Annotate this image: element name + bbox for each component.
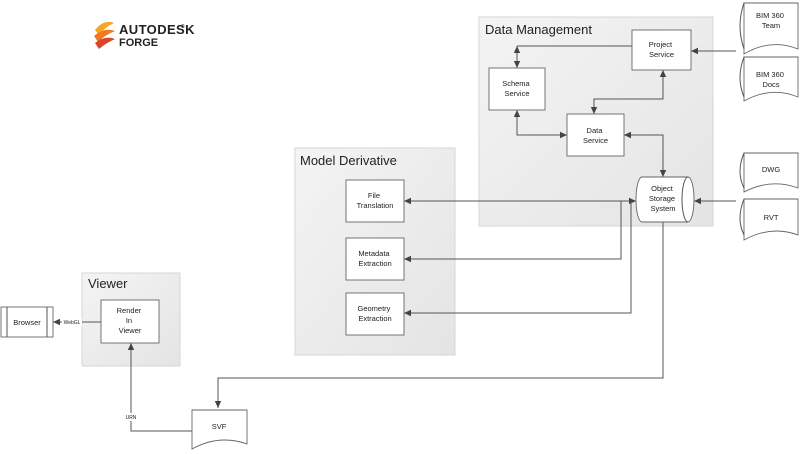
data-storage-link (624, 131, 667, 177)
logo-registered-mark: ® (181, 23, 185, 30)
svf-render-arrow (127, 343, 192, 432)
schema-service-label-1: Schema (502, 79, 530, 88)
dwg-label: DWG (762, 165, 780, 174)
svg-text:Project Service: Project Service (649, 40, 674, 59)
connectors (53, 45, 736, 432)
svg-text:Render In Viewer: Render In Viewer (117, 306, 144, 335)
rvt-label: RVT (764, 213, 779, 222)
project-service-label-2: Service (649, 50, 674, 59)
model-derivative-title: Model Derivative (300, 153, 397, 168)
svg-text:Data Service: Data Service (583, 126, 608, 145)
storage-geometry-arrow (404, 201, 632, 317)
bim360-team-document: BIM 360 Team (739, 2, 799, 55)
svg-text:Schema Service: Schema Service (502, 79, 532, 98)
bim360-docs-document: BIM 360 Docs (739, 56, 799, 102)
logo-brand-text: AUTODESK (119, 22, 195, 37)
rvt-document: RVT (739, 198, 799, 241)
data-service-label-2: Service (583, 136, 608, 145)
browser-label: Browser (13, 318, 41, 327)
object-storage-label-1: Object (651, 184, 674, 193)
storage-svf-arrow (214, 222, 664, 408)
viewer-title: Viewer (88, 276, 128, 291)
schema-data-link (513, 110, 567, 139)
bim360-docs-label-2: Docs (762, 80, 779, 89)
render-label-3: Viewer (119, 326, 142, 335)
project-service-box: Project Service (631, 29, 692, 71)
svg-text:Metadata Extraction: Metadata Extraction (358, 249, 391, 268)
dwg-document: DWG (739, 152, 799, 193)
bim360-team-label-2: Team (762, 21, 780, 30)
object-storage-system-cylinder: Object Storage System (635, 176, 695, 223)
bim360-team-label-1: BIM 360 (756, 11, 784, 20)
render-label-2: In (126, 316, 132, 325)
render-label-1: Render (117, 306, 142, 315)
metadata-extraction-label-2: Extraction (358, 259, 391, 268)
urn-edge-label: URN (126, 415, 137, 421)
data-management-title: Data Management (485, 22, 592, 37)
geometry-extraction-label-1: Geometry (357, 304, 390, 313)
bim360-docs-label-1: BIM 360 (756, 70, 784, 79)
svg-text:Object Storage Sys: Object Storage System (649, 184, 677, 213)
autodesk-forge-logo: AUTODESK ® FORGE (94, 21, 195, 49)
schema-service-label-2: Service (504, 89, 529, 98)
file-translation-label-1: File (368, 191, 380, 200)
object-storage-label-2: Storage (649, 194, 675, 203)
data-project-link (590, 70, 667, 114)
object-storage-label-3: System (650, 204, 675, 213)
render-in-viewer-box: Render In Viewer (100, 299, 160, 344)
webgl-edge-label: WebGL (64, 320, 81, 326)
browser-box: Browser (0, 306, 54, 338)
forge-logo-icon (94, 21, 115, 49)
svf-document: SVF (191, 409, 248, 450)
data-service-label-1: Data (587, 126, 604, 135)
svf-label: SVF (212, 422, 227, 431)
geometry-extraction-box: Geometry Extraction (345, 292, 405, 336)
data-service-box: Data Service (566, 113, 625, 157)
svg-text:BIM 360 Team: BIM 360 Team (756, 11, 786, 30)
svg-text:File Translation: File Translation (357, 191, 394, 210)
metadata-extraction-box: Metadata Extraction (345, 237, 405, 281)
file-translation-label-2: Translation (357, 201, 394, 210)
svg-text:Geometry Extraction: Geometry Extraction (357, 304, 392, 323)
logo-product-text: FORGE (119, 37, 158, 49)
urn-label-bg (124, 413, 138, 421)
geometry-extraction-label-2: Extraction (358, 314, 391, 323)
webgl-label-bg (62, 318, 82, 326)
svg-text:BIM 360 Docs: BIM 360 Docs (756, 70, 786, 89)
file-translation-box: File Translation (345, 179, 405, 223)
metadata-extraction-label-1: Metadata (358, 249, 390, 258)
schema-service-box: Schema Service (488, 67, 546, 111)
storage-metadata-arrow (404, 201, 622, 263)
project-service-label-1: Project (649, 40, 673, 49)
